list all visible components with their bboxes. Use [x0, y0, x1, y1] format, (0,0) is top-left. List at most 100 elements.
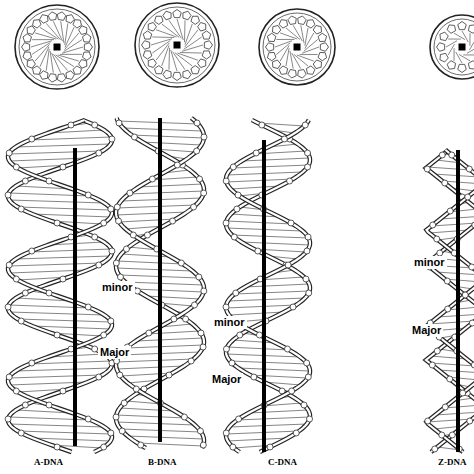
base-pair: [117, 261, 183, 264]
sugar-ring: [439, 152, 445, 158]
sugar-ring: [198, 330, 204, 336]
sugar-ring: [142, 41, 150, 50]
sugar-ring: [181, 414, 187, 420]
sugar-ring: [114, 358, 120, 364]
sugar-ring: [434, 236, 440, 242]
sugar-ring: [235, 192, 241, 198]
sugar-ring: [458, 22, 467, 30]
sugar-ring: [108, 318, 114, 324]
sugar-ring: [191, 16, 200, 24]
base-pair: [136, 338, 204, 341]
backbone-strand-core: [426, 150, 474, 452]
sugar-ring: [445, 306, 451, 312]
sugar-ring: [471, 362, 474, 368]
sugar-ring: [440, 53, 448, 62]
sugar-ring: [197, 428, 203, 434]
base-pair: [9, 263, 103, 266]
sugar-ring: [439, 432, 445, 438]
sugar-ring: [200, 344, 206, 350]
base-pair: [238, 368, 310, 371]
base-pair: [152, 36, 174, 38]
base-pair: [18, 431, 112, 434]
base-pair: [61, 21, 64, 43]
base-pair: [152, 41, 170, 53]
sugar-ring: [469, 320, 474, 326]
sugar-ring: [229, 360, 235, 366]
sugar-ring: [57, 12, 65, 20]
sugar-ring: [174, 162, 180, 168]
base-pair: [128, 436, 204, 439]
sugar-ring: [96, 374, 102, 380]
base-pair: [9, 312, 104, 315]
base-pair: [32, 39, 54, 40]
sugar-ring: [18, 430, 24, 436]
sugar-ring: [85, 304, 91, 310]
sugar-ring: [171, 316, 177, 322]
sugar-ring: [231, 234, 237, 240]
base-pair: [126, 345, 203, 348]
helix-end-view: [259, 9, 335, 85]
sugar-ring: [108, 430, 114, 436]
helix-axis: [456, 150, 460, 452]
base-pair: [116, 268, 192, 271]
base-pair: [180, 52, 202, 54]
base-pair: [230, 361, 307, 364]
sugar-ring: [18, 206, 24, 212]
sugar-ring: [462, 292, 468, 298]
sugar-ring: [429, 362, 435, 368]
sugar-ring: [251, 374, 257, 380]
sugar-ring: [266, 43, 274, 52]
base-pair: [448, 39, 461, 40]
inner-backbone: [263, 13, 331, 81]
helix-axis: [262, 140, 266, 452]
helix-axis: [158, 118, 162, 442]
sugar-ring: [5, 416, 11, 422]
sugar-ring: [233, 290, 239, 296]
sugar-ring: [33, 20, 42, 28]
sugar-ring: [46, 178, 52, 184]
sugar-ring: [22, 290, 28, 296]
sugar-ring: [259, 122, 265, 128]
base-pair: [237, 417, 310, 420]
base-pair: [53, 54, 67, 71]
base-pair: [184, 20, 186, 42]
base-pair: [469, 33, 470, 46]
sugar-ring: [27, 60, 35, 69]
sugar-ring: [54, 332, 60, 338]
base-pair: [117, 366, 184, 369]
sugar-ring: [117, 274, 123, 280]
sugar-ring: [204, 41, 212, 50]
sugar-ring: [60, 388, 66, 394]
sugar-ring: [305, 374, 311, 380]
sugar-ring: [154, 66, 163, 74]
sugar-ring: [223, 304, 229, 310]
groove-label: Major: [98, 346, 131, 359]
sugar-ring: [273, 25, 281, 34]
sugar-ring: [284, 346, 290, 352]
base-pair: [118, 121, 198, 124]
backbone-strand: [8, 120, 112, 452]
sugar-ring: [166, 372, 172, 378]
sugar-ring: [6, 262, 12, 268]
sugar-ring: [5, 192, 11, 198]
base-pair: [116, 359, 193, 362]
sugar-ring: [79, 26, 87, 35]
base-pair: [123, 128, 203, 131]
base-pair: [117, 205, 196, 208]
base-pair: [168, 48, 170, 70]
backbone-strand-core: [426, 150, 474, 452]
sugar-ring: [196, 274, 202, 280]
sugar-ring: [54, 444, 60, 450]
sugar-ring: [223, 346, 229, 352]
sugar-ring: [298, 70, 306, 78]
sugar-ring: [109, 136, 115, 142]
sugar-ring: [447, 25, 456, 33]
sugar-ring: [113, 414, 119, 420]
sugar-ring: [293, 430, 299, 436]
sugar-ring: [305, 234, 311, 240]
sugar-ring: [127, 190, 133, 196]
sugar-ring: [202, 51, 211, 59]
sugar-ring: [48, 12, 56, 20]
sugar-ring: [138, 442, 144, 448]
